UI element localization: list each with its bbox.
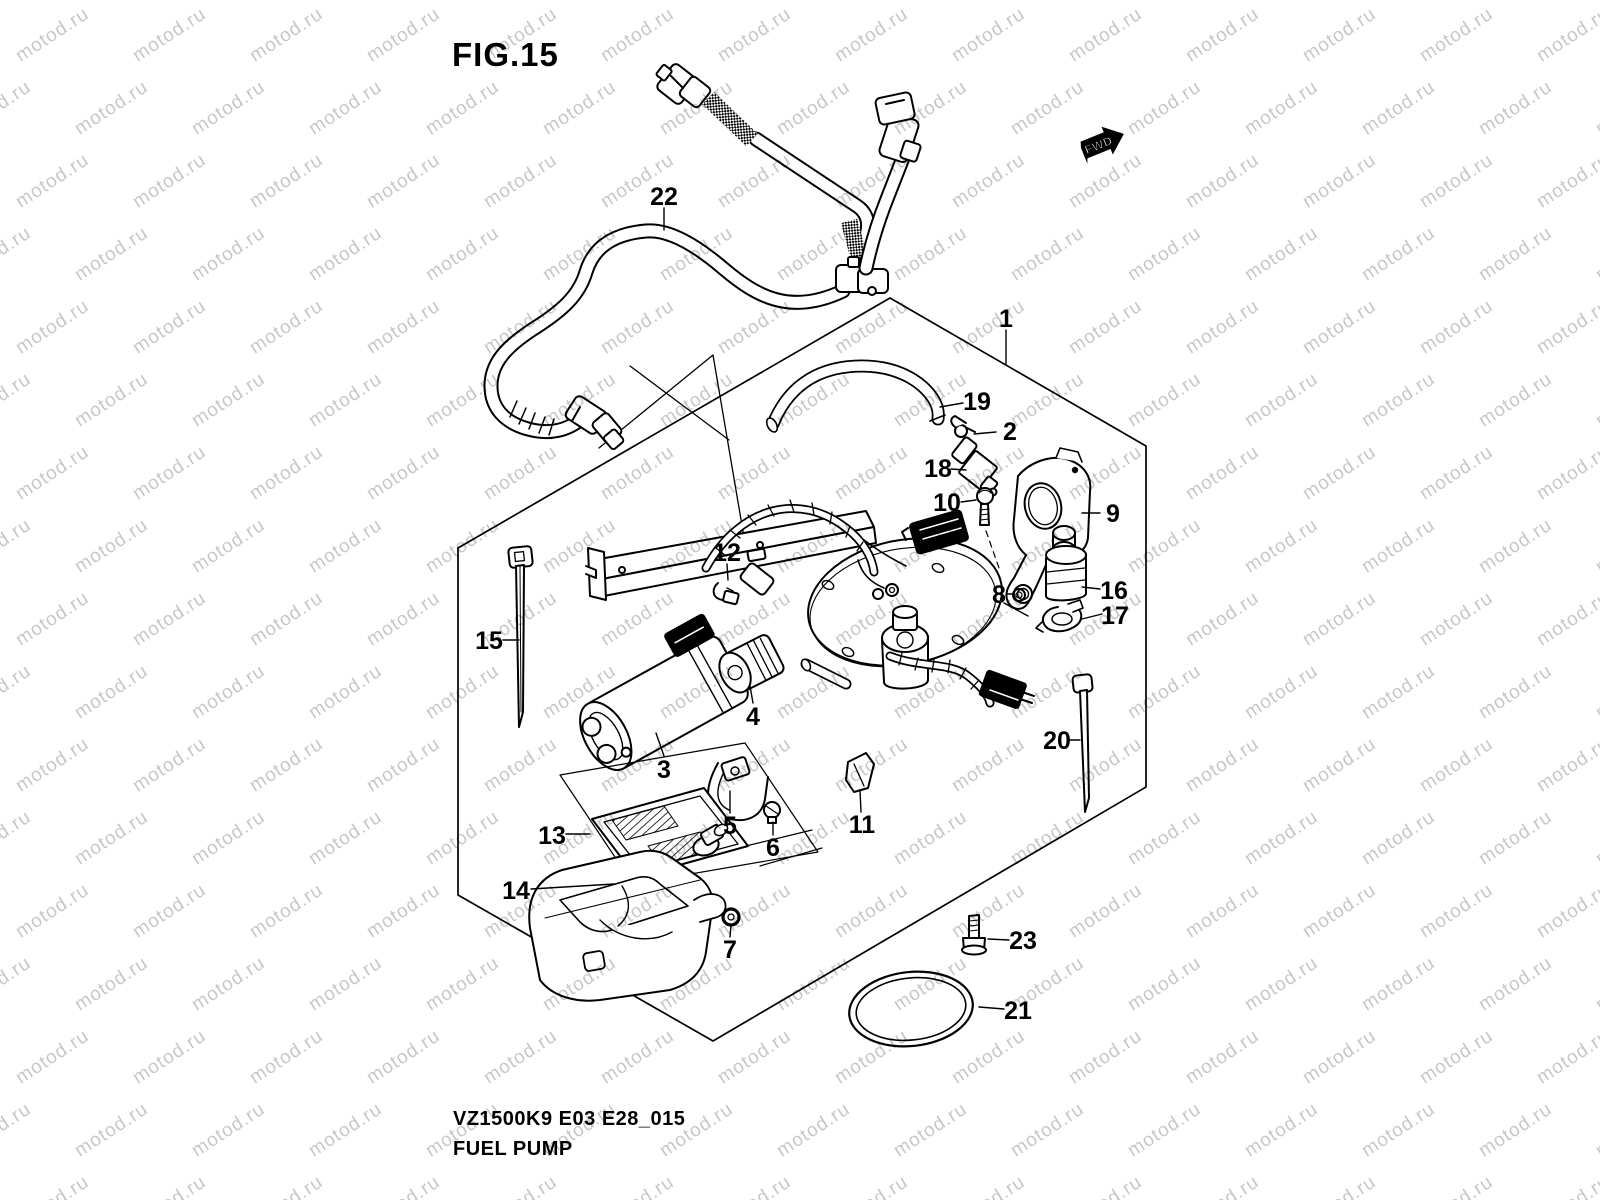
part-label-16: 16	[1100, 577, 1128, 605]
part-label-8: 8	[992, 581, 1006, 609]
part-leader-11	[859, 789, 862, 813]
part-label-9: 9	[1106, 500, 1120, 528]
construction-leader-lines	[598, 354, 747, 550]
figure-footer: VZ1500K9 E03 E28_015 FUEL PUMP	[453, 1108, 685, 1161]
hose-connector-lower	[564, 395, 625, 451]
part-leader-18	[950, 468, 967, 471]
lid-connector	[901, 509, 969, 555]
part-16-regulator	[1045, 525, 1087, 602]
part-18-joint	[951, 436, 999, 497]
assembly-box-outline	[457, 297, 1147, 1042]
part-label-15: 15	[475, 627, 503, 655]
part-leader-extra-8	[1003, 602, 1029, 617]
part-label-21: 21	[1004, 997, 1032, 1025]
part-19-hose	[765, 359, 946, 433]
part-leader-4	[749, 685, 754, 704]
part-label-4: 4	[746, 703, 760, 731]
part-label-5: 5	[723, 812, 737, 840]
part-label-14: 14	[502, 877, 530, 905]
part-15-cable-tie	[507, 545, 534, 728]
hose-rib-marks	[509, 400, 555, 436]
part-label-13: 13	[538, 822, 566, 850]
part-23-bolt	[961, 914, 987, 956]
part-label-2: 2	[1003, 418, 1017, 446]
part-17-clip	[1035, 599, 1084, 633]
part-label-3: 3	[657, 756, 671, 784]
part-label-12: 12	[713, 539, 741, 567]
part-11-cushion	[845, 752, 875, 793]
part-7-grommet	[721, 907, 741, 927]
part-22-fuel-hose-assembly	[483, 63, 922, 451]
part-label-7: 7	[723, 936, 737, 964]
part-3-fuel-pump	[579, 613, 749, 771]
part-4-filter	[718, 634, 785, 694]
part-label-6: 6	[766, 834, 780, 862]
part-leader-10	[960, 499, 977, 503]
part-2-clamp	[950, 415, 976, 438]
part-leader-12	[726, 563, 729, 581]
part-21-o-ring-gasket	[848, 970, 974, 1048]
part-10-screw	[976, 487, 1000, 569]
harness-connector	[978, 669, 1035, 709]
hose-connector-top-right	[874, 91, 922, 163]
part-leader-14	[530, 883, 615, 890]
pump-plate-assembly	[585, 499, 1035, 709]
part-label-18: 18	[924, 455, 952, 483]
part-8-o-ring	[1013, 584, 1033, 604]
part-leader-23	[987, 938, 1010, 941]
figure-title: FIG.15	[452, 36, 559, 73]
model-code: VZ1500K9 E03 E28_015	[453, 1108, 686, 1130]
part-label-23: 23	[1009, 927, 1037, 955]
part-12-clamp	[712, 562, 775, 606]
fwd-arrow: FWD	[1080, 126, 1124, 164]
part-leader-16	[1081, 586, 1101, 590]
part-label-10: 10	[933, 489, 961, 517]
figure-name: FUEL PUMP	[453, 1138, 573, 1160]
hose-connector-top-left	[655, 63, 712, 109]
part-label-1: 1	[999, 305, 1013, 333]
part-label-11: 11	[849, 811, 876, 839]
part-label-20: 20	[1043, 727, 1071, 755]
part-label-17: 17	[1101, 602, 1129, 630]
part-label-19: 19	[963, 388, 991, 416]
part-20-cable-tie	[1071, 673, 1094, 813]
part-leader-7	[729, 924, 732, 938]
part-label-22: 22	[650, 183, 678, 211]
part-6-screw	[763, 801, 781, 824]
part-leader-19	[939, 402, 964, 408]
part-9-bracket	[1005, 447, 1092, 610]
part-leader-3	[655, 732, 665, 757]
part-leader-17	[1081, 613, 1103, 620]
part-14-pump-case	[528, 849, 727, 1002]
part-leader-21	[978, 1006, 1005, 1010]
part-leader-2	[973, 431, 997, 435]
